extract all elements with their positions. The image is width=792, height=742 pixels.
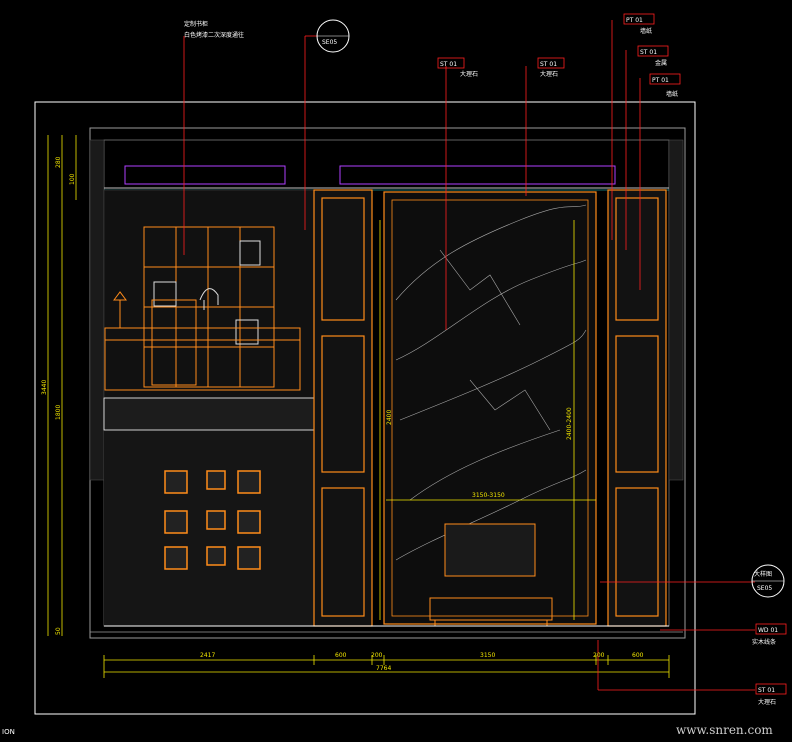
tag-marble-b-text: 大理石 — [540, 70, 558, 78]
sheet-frame — [34, 101, 696, 715]
tag-marble-a-text: 大理石 — [460, 70, 478, 78]
dim-left-bottom: 50 — [55, 627, 62, 635]
tag-r1-text: 墙纸 — [640, 27, 652, 35]
dim-left-upper: 1800 — [55, 405, 62, 420]
tag-r2-code: ST 01 — [640, 49, 657, 56]
ref-bubble-right-label: SE05 — [757, 585, 772, 592]
left-wall-hatch — [89, 139, 105, 481]
marble-inner — [391, 199, 589, 617]
dim-left-top2: 100 — [69, 173, 76, 185]
callout-top-left-line1: 定制书柜 — [184, 20, 208, 28]
dim-mid-height: 2400 — [386, 410, 393, 425]
right-wall-hatch — [668, 139, 684, 481]
tag-br2-text: 大理石 — [758, 698, 776, 706]
picture-frames — [164, 470, 261, 570]
tag-br1-code: WD 01 — [758, 627, 778, 634]
right-column — [607, 189, 667, 627]
tag-r3-text: 墙纸 — [666, 90, 678, 98]
watermark: www.snren.com — [676, 723, 773, 737]
footer-title-fragment: ION — [2, 728, 15, 736]
material-tags — [437, 13, 787, 695]
tag-r2-text: 金属 — [655, 59, 667, 67]
dim-bottom-d: 3150 — [480, 652, 495, 659]
ref-bubble-right-text: 大样图 — [754, 570, 772, 578]
marble-veins — [395, 204, 587, 561]
ref-bubble-top-label: SE05 — [322, 39, 337, 46]
tag-r1-code: PT 01 — [626, 17, 643, 24]
dim-bottom-c: 200 — [371, 652, 383, 659]
ceiling-light-left — [124, 165, 286, 185]
tag-br2-code: ST 01 — [758, 687, 775, 694]
dimension-lines — [47, 135, 670, 678]
desk — [104, 291, 301, 391]
dim-bottom-b: 600 — [335, 652, 347, 659]
callout-top-left-line2: 白色烤漆二次深度通往 — [184, 31, 244, 39]
tag-marble-a-code: ST 01 — [440, 61, 457, 68]
tag-marble-b-code: ST 01 — [540, 61, 557, 68]
tv-set — [429, 523, 553, 626]
leader-lines — [183, 20, 755, 691]
dim-bottom-f: 600 — [632, 652, 644, 659]
dim-bottom-e: 200 — [593, 652, 605, 659]
left-column — [313, 189, 373, 627]
tag-r3-code: PT 01 — [652, 77, 669, 84]
desk-base — [103, 397, 315, 431]
bookshelf — [143, 226, 275, 388]
dim-bottom-total: 7764 — [376, 665, 391, 672]
dim-left-total: 3440 — [41, 380, 48, 395]
dim-bottom-a: 2417 — [200, 652, 215, 659]
dim-left-top: 280 — [55, 156, 62, 168]
dim-mid-width: 3150-3150 — [472, 492, 505, 499]
ceiling-light-right — [339, 165, 616, 185]
tag-br1-text: 实木线条 — [752, 638, 776, 646]
dim-right-height: 2400-2400 — [566, 407, 573, 440]
